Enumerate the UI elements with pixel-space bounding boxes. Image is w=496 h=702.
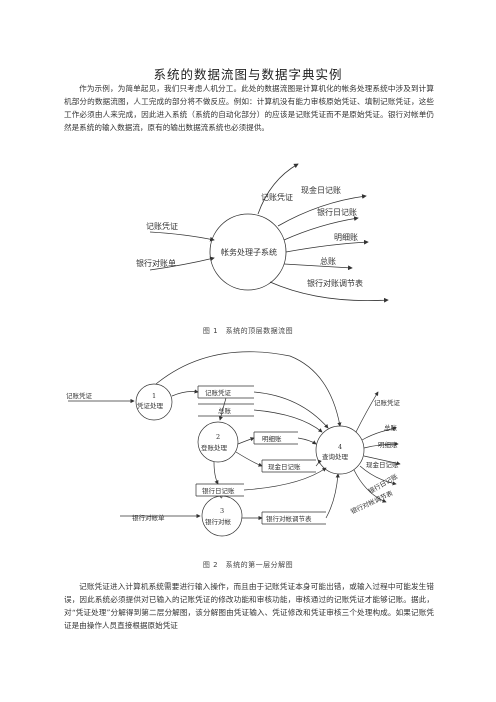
flow-bankst-p4-line	[243, 467, 327, 491]
p1-name: 凭证处理	[137, 401, 164, 410]
flow-p2-bank-line	[213, 461, 219, 485]
fig1-out-voucher-label: 记账凭证	[261, 192, 293, 202]
figure-2-diagram	[68, 351, 401, 537]
store-detail-label: 明细账	[262, 434, 282, 443]
flow-store-p2-line	[218, 397, 227, 421]
fig2-out-voucher-label: 记账凭证	[374, 398, 401, 407]
paragraph-intro-text: 作为示例，为简单起见，我们只考虑人机分工。此处的数据流图是计算机化的帐务处理系统…	[64, 84, 434, 132]
p2-number: 2	[216, 433, 220, 441]
p2-name: 登账处理	[201, 443, 228, 452]
fig1-out-detail-label: 明细账	[334, 232, 358, 242]
flow-out-voucher-line	[257, 163, 299, 215]
p3-name: 银行对帐	[205, 517, 232, 526]
flow-out-detail-line	[285, 239, 369, 253]
flow-out-ledger-line	[361, 426, 397, 441]
flow-recon-p4-line	[325, 473, 340, 519]
fig1-input-bankstmt-label: 银行对账单	[136, 258, 176, 268]
process-1-circle	[135, 383, 173, 421]
figure-1-caption: 图 1 系统的顶层数据流图	[202, 327, 294, 335]
process-3-circle	[201, 495, 243, 537]
flow-out-cash-line	[277, 194, 367, 227]
fig1-input-voucher-label: 记账凭证	[146, 221, 178, 231]
flow-voucher-p4-line	[253, 391, 329, 429]
fig1-out-cash-label: 现金日记账	[301, 185, 341, 195]
fig1-out-bank-label: 银行日记账	[317, 207, 357, 217]
store-recon-label: 银行对帐调节表	[266, 514, 312, 523]
flow-p2-detail-line	[237, 437, 255, 445]
paragraph-body-text: 记账凭证进入计算机系统需要进行输入操作，而且由于记账凭证本身可能出错，或输入过程…	[64, 582, 434, 630]
store-ledger-shape	[198, 403, 254, 417]
p4-name: 查询处理	[322, 452, 349, 461]
store-ledger-label: 总账	[218, 406, 232, 415]
flow-input-bankstmt-line	[149, 256, 215, 271]
fig2-out-cash-label: 现金日记账	[366, 460, 399, 469]
p3-number: 3	[220, 507, 224, 515]
flow-p2-cash-line	[235, 451, 263, 467]
fig2-out-ledger-label: 总账	[384, 423, 398, 432]
flow-ledger-p4-line	[253, 409, 323, 433]
fig1-process-label: 帐务处理子系统	[221, 247, 277, 257]
flow-out-ledger-line	[283, 263, 353, 271]
flow-arc-line	[155, 351, 342, 427]
paragraph-body: 记账凭证进入计算机系统需要进行输入操作，而且由于记账凭证本身可能出错，或输入过程…	[64, 580, 434, 632]
flow-out-cash-line	[363, 455, 401, 466]
store-voucher-label: 记账凭证	[205, 388, 232, 397]
paragraph-intro: 作为示例，为简单起见，我们只考虑人机分工。此处的数据流图是计算机化的帐务处理系统…	[64, 82, 434, 134]
store-cash-label: 现金日记账	[268, 462, 301, 471]
fig2-in-voucher-label: 记账凭证	[66, 391, 93, 400]
flow-p1-store-line	[171, 389, 199, 397]
flow-out-recon-line	[353, 469, 387, 503]
p1-number: 1	[152, 392, 156, 400]
flow-out-voucher-line	[355, 391, 379, 433]
flow-bank-p3-line	[219, 495, 223, 499]
fig1-out-recon-label: 银行对账调节表	[307, 278, 363, 288]
page-title: 系统的数据流图与数据字典实例	[153, 67, 343, 82]
fig2-in-bankstmt-label: 银行对帐单	[132, 513, 165, 522]
flow-detail-p4-line	[297, 437, 317, 445]
flow-out-recon-line	[269, 281, 389, 303]
store-bank-label: 银行日记账	[202, 486, 235, 495]
fig1-out-ledger-label: 总账	[320, 256, 336, 266]
flow-out-detail-line	[363, 441, 399, 449]
flow-input-voucher-line	[149, 231, 215, 242]
flow-out-bank-line	[359, 465, 397, 486]
flow-out-bank-line	[283, 216, 359, 241]
flow-cash-p4-line	[315, 459, 322, 467]
fig2-out-detail-label: 明细账	[378, 440, 398, 449]
process-2-circle	[197, 421, 239, 463]
figure-2-caption: 图 2 系统的第一层分解图	[202, 561, 294, 569]
p4-number: 4	[338, 443, 342, 451]
